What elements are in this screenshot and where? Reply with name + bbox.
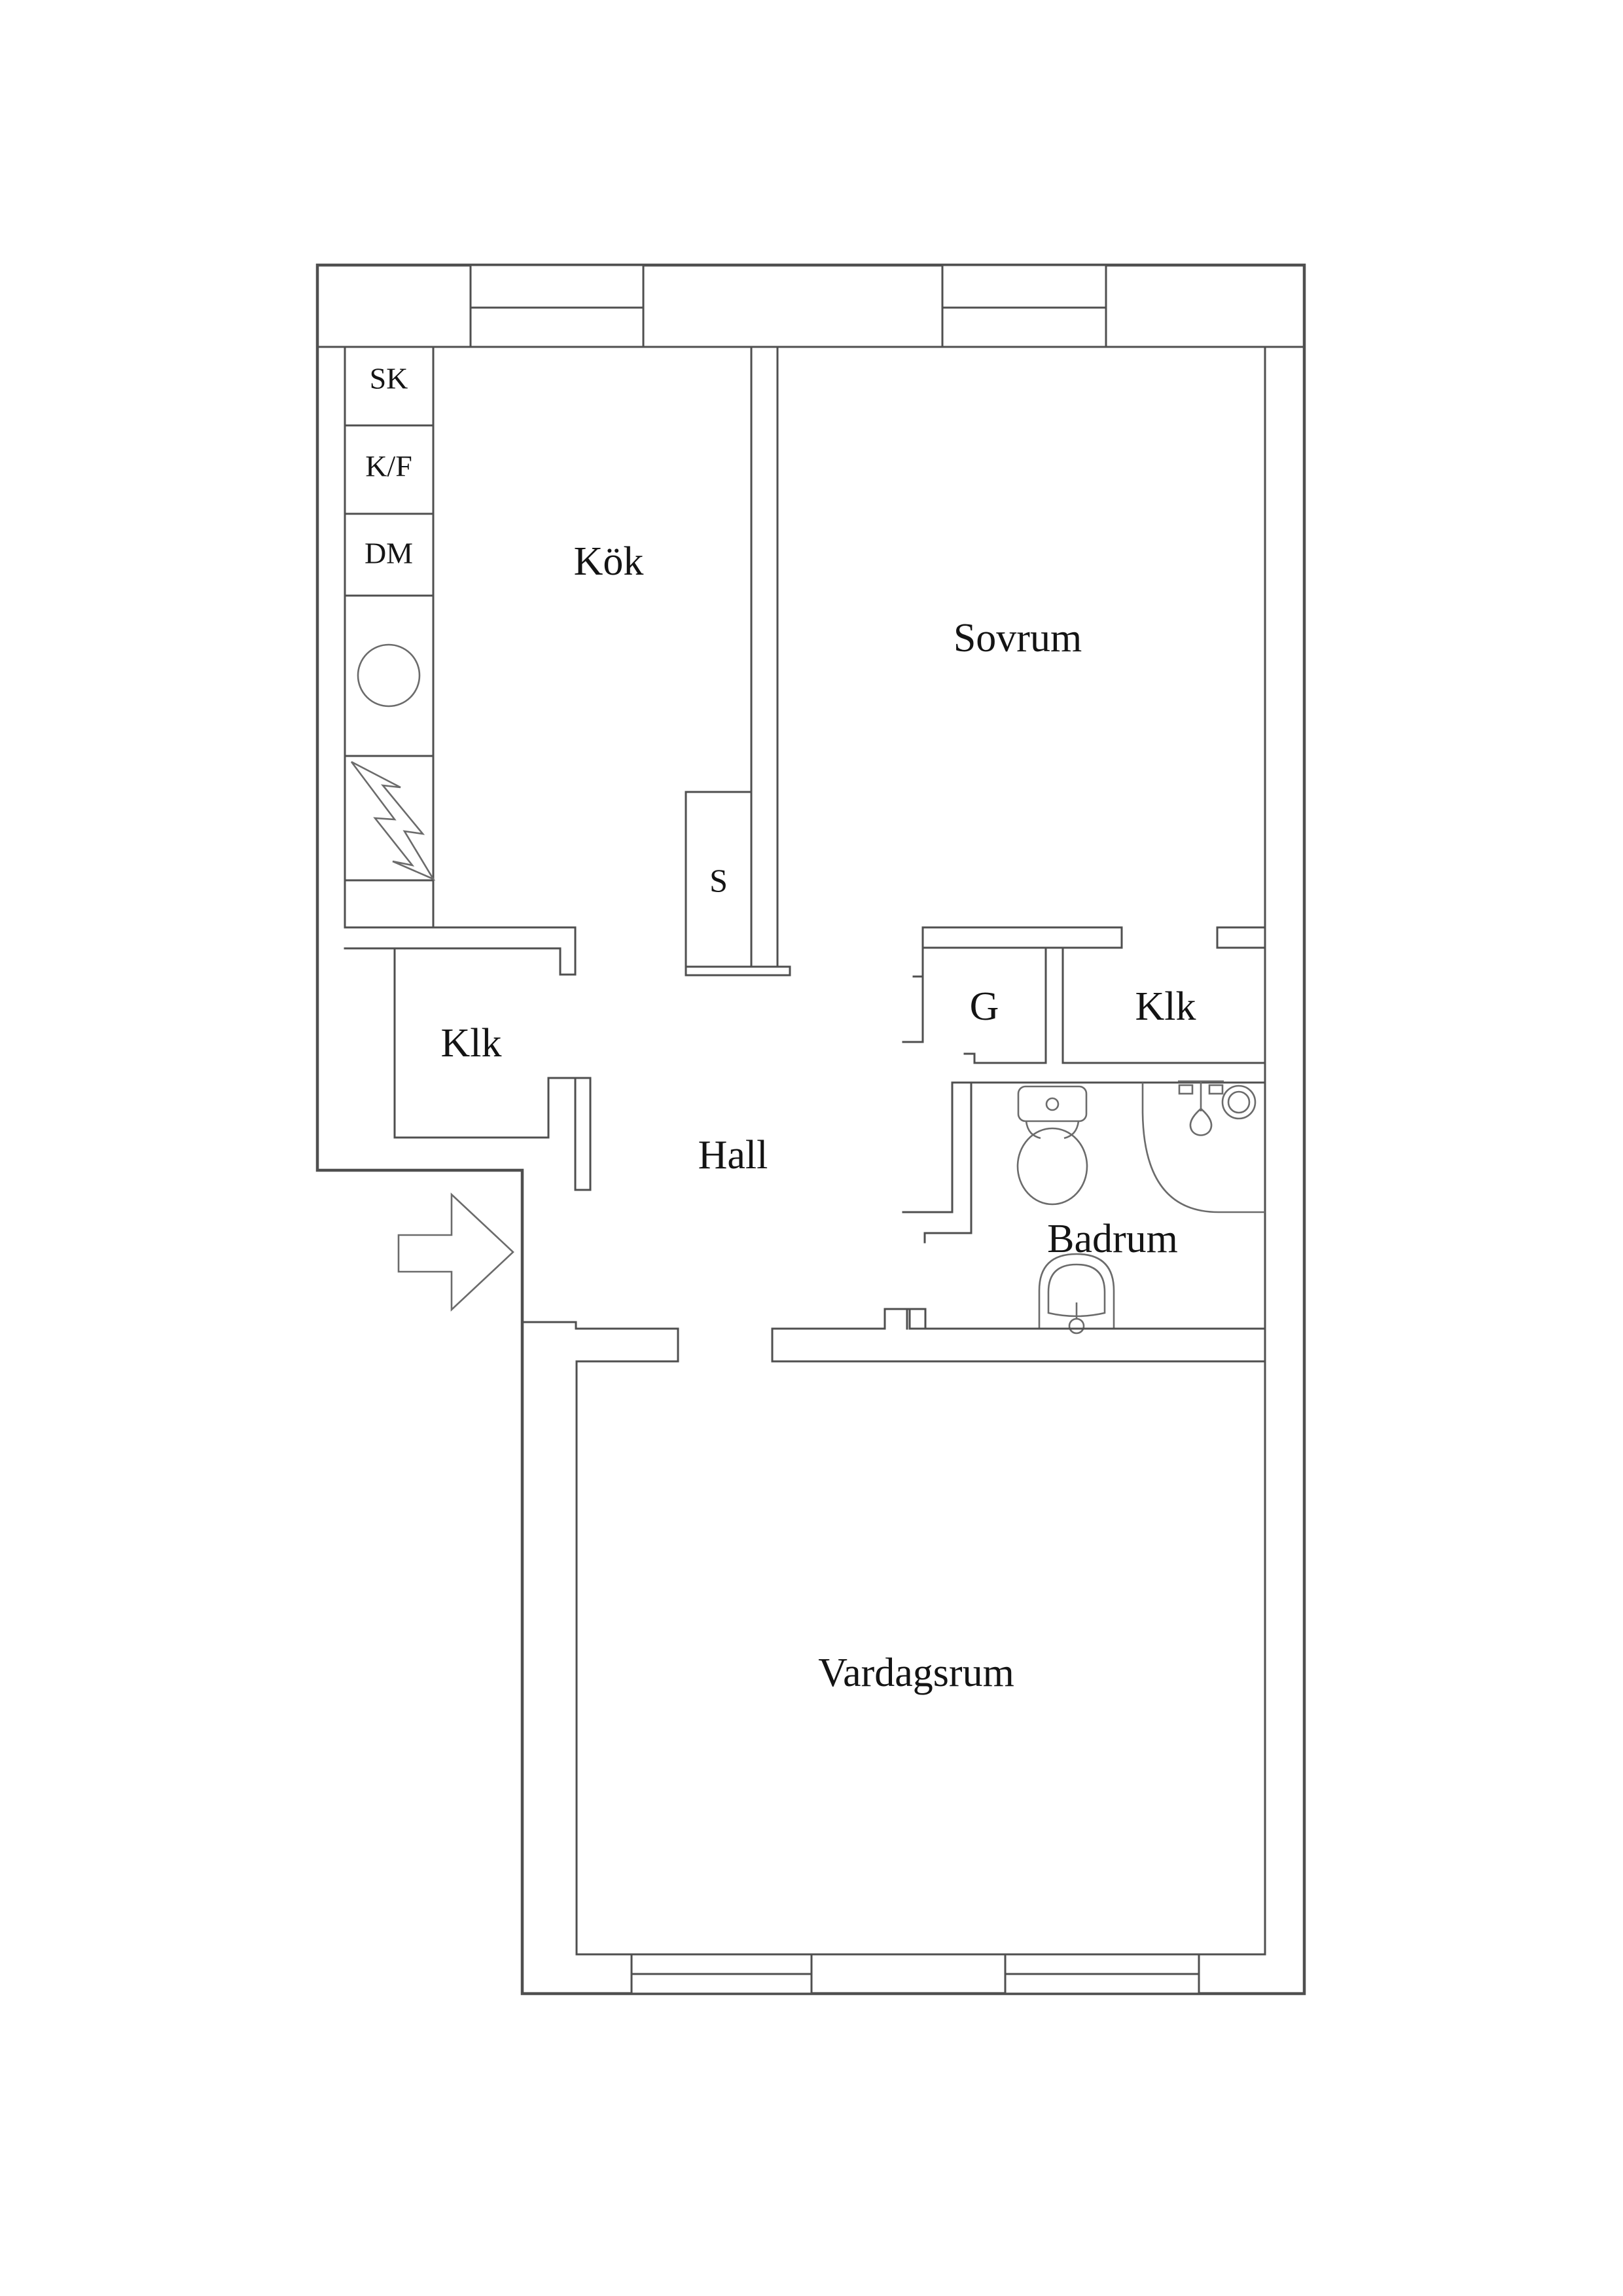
livingroom-label: Vardagsrum <box>818 1651 1014 1695</box>
outer-wall <box>315 263 1306 1996</box>
livingroom-window-right <box>1004 1953 1200 1995</box>
fridge-freezer-label: K/F <box>365 450 412 483</box>
livingroom-window-left <box>630 1953 813 1995</box>
kitchen-sink-icon <box>357 643 421 708</box>
entry-inner-wall <box>547 1077 592 1191</box>
kitchen-window <box>469 264 645 348</box>
bedroom-window <box>941 264 1107 348</box>
stove-icon <box>350 761 436 881</box>
washbasin-icon <box>1038 1253 1115 1335</box>
pantry-closet <box>685 791 791 977</box>
cabinet-label: SK <box>370 362 408 395</box>
bathroom-walls <box>902 1081 1266 1330</box>
wardrobe-label: G <box>970 984 999 1029</box>
floor-drain-icon <box>1221 1085 1257 1120</box>
shower-screen-curve <box>1141 1083 1265 1213</box>
entrance-arrow-icon <box>397 1193 514 1312</box>
pantry-label: S <box>709 862 728 899</box>
left-closet-walls <box>393 947 550 1139</box>
wardrobe-and-closet-walls <box>902 946 1266 1064</box>
hall-livingroom-wall <box>521 1308 1266 1363</box>
left-closet-label: Klk <box>441 1021 502 1066</box>
toilet-icon <box>1016 1085 1088 1206</box>
kitchen-label: Kök <box>574 539 644 584</box>
kitchen-bedroom-wall <box>750 346 779 968</box>
kitchen-cabinet-run <box>344 346 436 929</box>
shower-area <box>1141 1080 1265 1213</box>
bathroom-label: Badrum <box>1047 1217 1178 1261</box>
shower-mixer-icon <box>1178 1080 1224 1136</box>
bedroom-label: Sovrum <box>954 616 1082 660</box>
hall-label: Hall <box>698 1133 768 1177</box>
right-closet-label: Klk <box>1135 984 1196 1029</box>
kitchen-south-wall <box>344 926 577 976</box>
bedroom-south-wall <box>912 926 1266 978</box>
dishwasher-label: DM <box>365 537 413 570</box>
